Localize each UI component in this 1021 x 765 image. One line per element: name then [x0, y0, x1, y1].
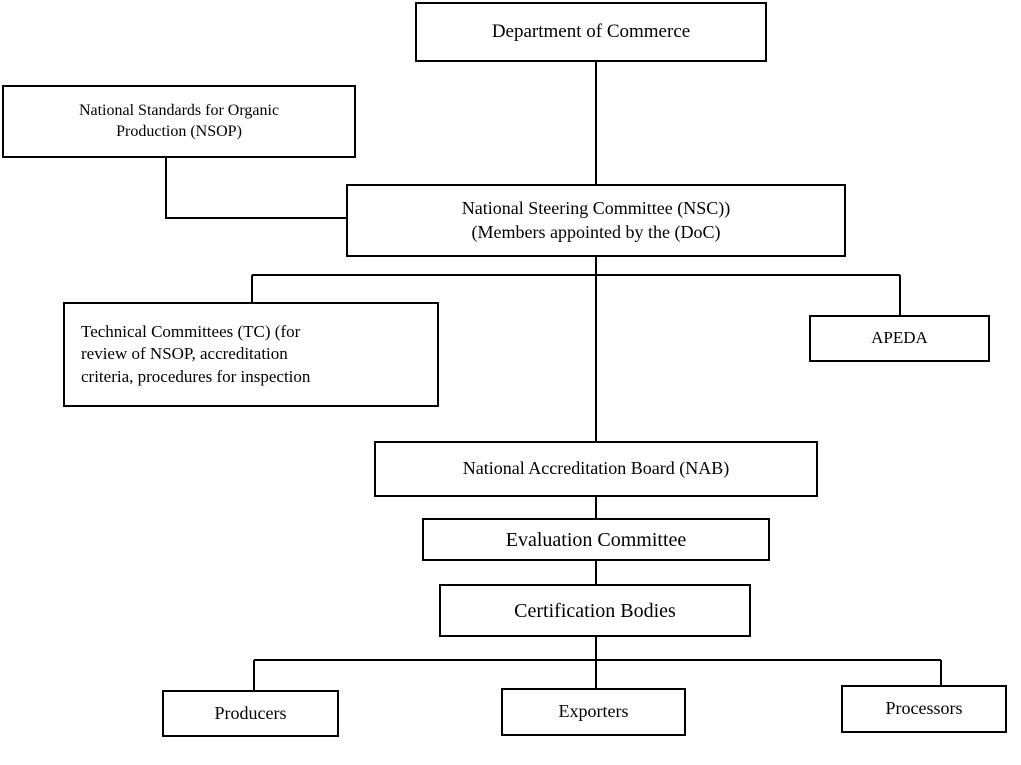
nsop-label: National Standards for Organic Productio…: [78, 101, 280, 140]
nab-box: National Accreditation Board (NAB): [374, 441, 818, 497]
certification-bodies-box: Certification Bodies: [439, 584, 751, 637]
edge-nsop-nsc: [165, 157, 347, 219]
producers-label: Producers: [214, 702, 287, 723]
producers-box: Producers: [162, 690, 339, 737]
processors-label: Processors: [885, 698, 963, 719]
apeda-label: APEDA: [871, 328, 928, 348]
nsc-box: National Steering Committee (NSC)) (Memb…: [346, 184, 846, 257]
department-of-commerce-box: Department of Commerce: [415, 2, 767, 62]
technical-committees-box: Technical Committees (TC) (for review of…: [63, 302, 439, 407]
exporters-label: Exporters: [558, 701, 629, 722]
nsop-box: National Standards for Organic Productio…: [2, 85, 356, 158]
nsc-label: National Steering Committee (NSC)) (Memb…: [461, 198, 731, 242]
evaluation-committee-box: Evaluation Committee: [422, 518, 770, 561]
certification-bodies-label: Certification Bodies: [514, 599, 676, 622]
processors-box: Processors: [841, 685, 1007, 733]
department-of-commerce-label: Department of Commerce: [491, 20, 691, 42]
exporters-box: Exporters: [501, 688, 686, 736]
nab-label: National Accreditation Board (NAB): [462, 458, 730, 479]
evaluation-committee-label: Evaluation Committee: [505, 528, 687, 551]
technical-committees-label: Technical Committees (TC) (for review of…: [81, 322, 311, 386]
apeda-box: APEDA: [809, 315, 990, 362]
